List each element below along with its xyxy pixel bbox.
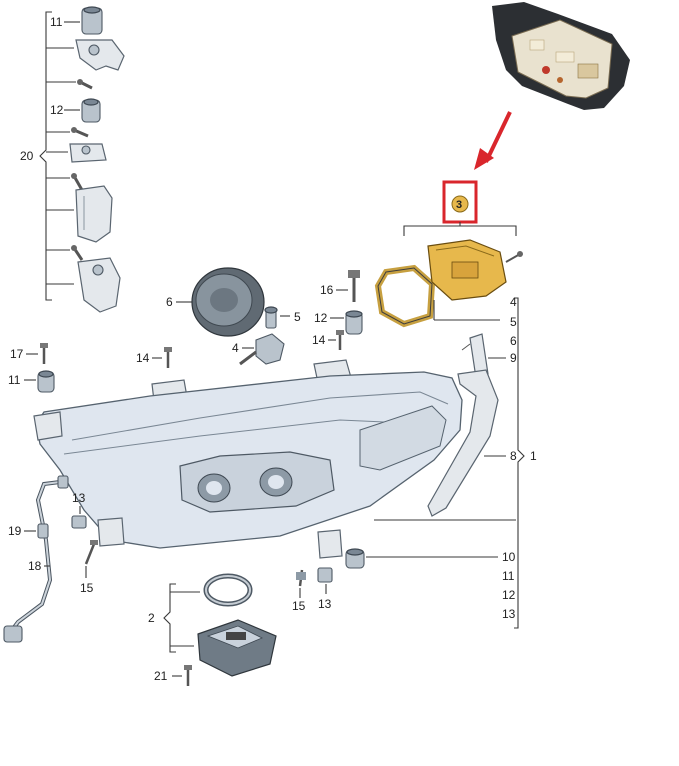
bolt-part-16 [348, 270, 360, 302]
screw-part-3 [71, 173, 84, 191]
bushing-part-12-mid [345, 310, 363, 335]
screw-part-5 [264, 306, 278, 329]
bulb-socket-part-4 [239, 333, 285, 366]
screw-part-14-mid [336, 330, 344, 350]
headlight-housing-part [33, 359, 463, 559]
clip-part [69, 143, 107, 163]
label-17: 17 [10, 347, 24, 361]
wiring-harness-part-18 [3, 475, 69, 643]
clip-part-19 [37, 523, 49, 539]
screw-part-14-left [164, 347, 172, 368]
label-12-top: 12 [50, 103, 64, 117]
gasket-seal-part [374, 264, 436, 328]
label-13-mid: 13 [318, 597, 332, 611]
led-control-module-part [427, 239, 523, 301]
nut-part-11-left [37, 370, 55, 393]
label-14-mid: 14 [312, 333, 326, 347]
badge-3 [451, 195, 469, 213]
nut-part-11 [81, 6, 103, 35]
screw-part-15-mid [296, 569, 306, 587]
label-19: 19 [8, 524, 22, 538]
label-21: 21 [154, 669, 168, 683]
label-r1: 1 [530, 449, 537, 463]
screw-part-21 [184, 665, 192, 686]
label-4: 4 [232, 341, 239, 355]
cover-cap-part-6 [191, 267, 265, 337]
screw-part-4 [71, 245, 84, 261]
clip-nut-part-13-mid [317, 567, 333, 583]
highlight-arrow [474, 111, 512, 170]
screw-part-17 [40, 343, 48, 364]
label-2: 2 [148, 611, 155, 625]
label-16: 16 [320, 283, 334, 297]
label-r13: 13 [502, 607, 516, 621]
label-r8: 8 [510, 449, 517, 463]
bracket-group-1: 4 5 6 9 8 1 10 11 12 13 [502, 295, 537, 629]
label-15-left: 15 [80, 581, 94, 595]
repair-bracket-part [75, 185, 113, 243]
product-photo-inset [492, 2, 630, 110]
label-13-left: 13 [72, 491, 86, 505]
badge-3-label: 3 [456, 199, 462, 211]
small-screw-part [77, 79, 93, 90]
label-14-left: 14 [136, 351, 150, 365]
label-5: 5 [294, 310, 301, 324]
label-r5: 5 [510, 315, 517, 329]
label-18: 18 [28, 559, 42, 573]
label-r9: 9 [510, 351, 517, 365]
screw-part-15-left [84, 540, 98, 565]
label-r6: 6 [510, 334, 517, 348]
bushing-part-12 [81, 98, 101, 123]
label-r11: 11 [502, 569, 515, 583]
seal-ring-part [203, 573, 253, 607]
trim-strip-part-8 [427, 369, 499, 517]
ballast-module-part [197, 619, 277, 677]
label-r4: 4 [510, 295, 517, 309]
label-11-top: 11 [50, 15, 63, 29]
label-12-mid: 12 [314, 311, 328, 325]
bushing-part-10 [345, 548, 365, 569]
label-20: 20 [20, 149, 34, 163]
clip-nut-part-13-left [71, 515, 87, 529]
label-r12: 12 [502, 588, 516, 602]
highlight-box-3: 3 [442, 180, 478, 224]
bracket-part-top [75, 39, 125, 71]
bracket-group-20: 20 11 12 [20, 6, 125, 313]
label-11-left: 11 [8, 373, 21, 387]
label-15-mid: 15 [292, 599, 306, 613]
lower-bracket-part [77, 257, 121, 313]
label-r10: 10 [502, 550, 516, 564]
label-6: 6 [166, 295, 173, 309]
screw-part-2 [71, 127, 89, 138]
